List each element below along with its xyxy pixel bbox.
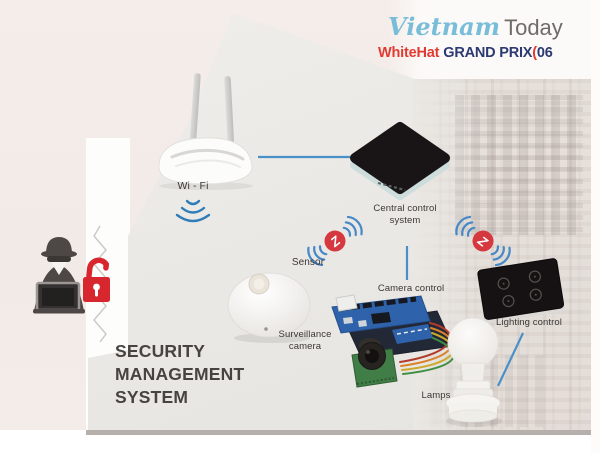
page-title: SECURITY MANAGEMENT SYSTEM: [115, 341, 245, 408]
surveillance-camera-device: [351, 338, 398, 388]
edition-number: 06: [536, 45, 553, 61]
wifi-signal-icon: [175, 199, 211, 223]
open-padlock-icon: [83, 257, 110, 302]
lighting-control-device: [477, 258, 566, 324]
brand-script-text: Vietnam: [388, 12, 501, 41]
logo-background: [388, 0, 600, 82]
connector-lighting-lamp: [497, 332, 524, 387]
lamp-device: [445, 317, 502, 427]
right-margin: [591, 0, 600, 453]
wifi-router: [158, 73, 253, 190]
camera-control-label: Camera control: [377, 283, 445, 294]
zwave-icon-left: Z: [307, 215, 363, 267]
bottom-margin: [0, 435, 600, 453]
motion-sensor-device: [227, 272, 311, 343]
central-control-label: Central control system: [373, 203, 437, 227]
wifi-label: Wi - Fi: [177, 180, 209, 192]
hacker-spy-icon: [33, 237, 85, 314]
bracket-glyph: (: [532, 45, 537, 61]
panel-bottom-shadow: [86, 430, 597, 435]
lighting-control-label: Lighting control: [495, 317, 563, 328]
whitehat-text: WhiteHat: [378, 45, 440, 61]
lamps-label: Lamps: [421, 390, 451, 401]
zwave-icon-right: Z: [455, 215, 511, 267]
sensor-label: Sensor: [291, 257, 325, 268]
central-control-device: [350, 122, 450, 200]
brand-rest-text: Today: [504, 15, 563, 40]
surveillance-camera-label: Surveillance camera: [278, 329, 332, 353]
grandprix-text: GRAND PRIX: [443, 45, 533, 61]
